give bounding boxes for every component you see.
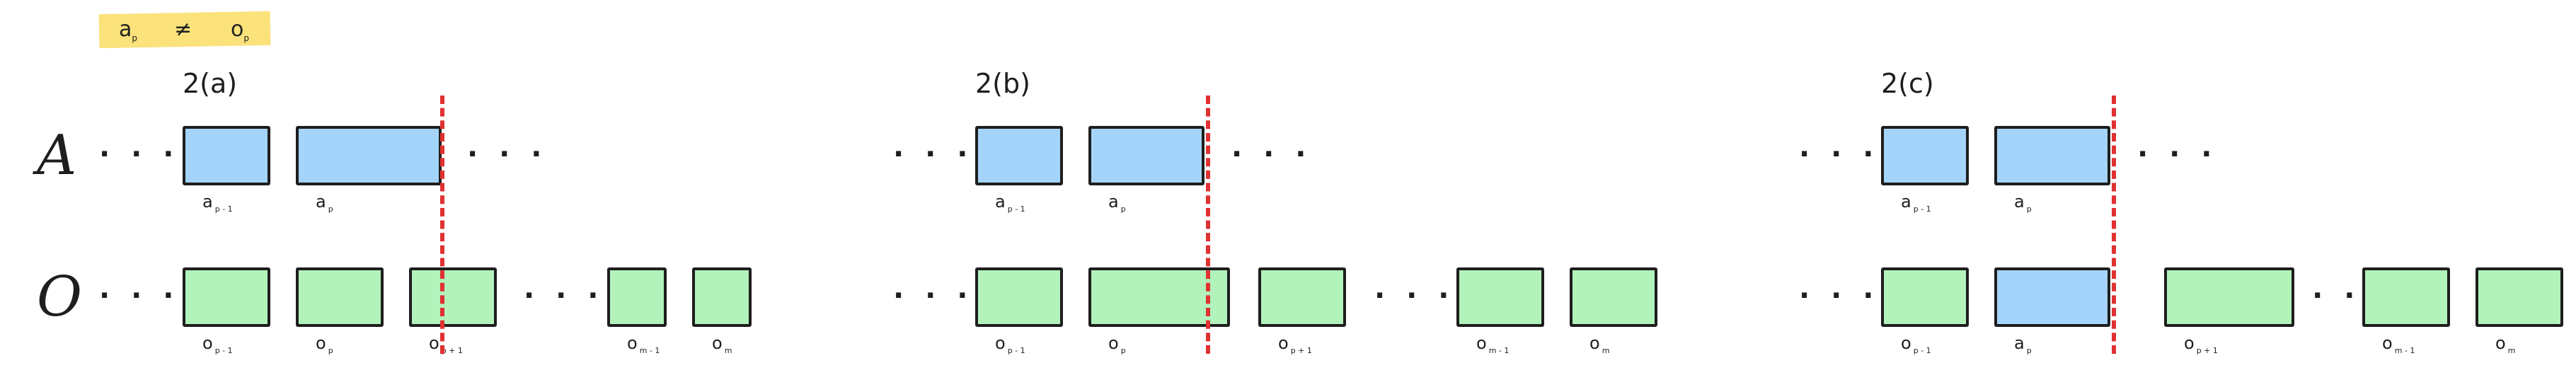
row-label-a: A xyxy=(37,124,77,188)
o-block-3-3 xyxy=(2164,267,2294,327)
panel-title-1: 2(a) xyxy=(183,68,238,99)
panel-title-3: 2(c) xyxy=(1881,68,1934,99)
o-block-1-2 xyxy=(296,267,384,327)
o-row-ellipsis-left-2: · · · xyxy=(893,279,974,312)
a-block-3-2 xyxy=(1994,126,2110,185)
o-block-3-5 xyxy=(2476,267,2563,327)
a-block-2-1 xyxy=(975,126,1063,185)
a-block-3-1 xyxy=(1881,126,1969,185)
o-block-2-1 xyxy=(975,267,1063,327)
o-block-1-5 xyxy=(692,267,752,327)
o-block-1-1 xyxy=(183,267,270,327)
a-block-1-2 xyxy=(296,126,442,185)
cut-line-3 xyxy=(2112,96,2116,354)
highlight-op: ≠ xyxy=(174,17,192,42)
a-row-ellipsis-left-3: · · · xyxy=(1799,138,1880,171)
a-block-1-1 xyxy=(183,126,270,185)
o-block-2-3 xyxy=(1258,267,1346,327)
o-block-1-4 xyxy=(607,267,667,327)
o-block-3-4 xyxy=(2362,267,2450,327)
o-block-3-1 xyxy=(1881,267,1969,327)
o-block-1-3 xyxy=(409,267,497,327)
o-block-2-5 xyxy=(1570,267,1657,327)
a-row-ellipsis-right-2: · · · xyxy=(1231,138,1312,171)
a-row-ellipsis-right-1: · · · xyxy=(467,138,548,171)
panel-title-2: 2(b) xyxy=(975,68,1030,99)
highlight-left: ap xyxy=(119,17,138,43)
a-block-2-2 xyxy=(1088,126,1204,185)
o-row-ellipsis-left-1: · · · xyxy=(99,279,180,312)
a-row-ellipsis-left-1: · · · xyxy=(99,138,180,171)
o-row-ellipsis-mid-2: · · · xyxy=(1374,279,1455,312)
o-block-2-4 xyxy=(1456,267,1544,327)
o-block-3-2 xyxy=(1994,267,2110,327)
cut-line-2 xyxy=(1206,96,1210,354)
o-row-ellipsis-mid-1: · · · xyxy=(524,279,604,312)
row-label-o: O xyxy=(37,265,82,329)
a-row-ellipsis-right-3: · · · xyxy=(2137,138,2218,171)
a-row-ellipsis-left-2: · · · xyxy=(893,138,974,171)
cut-line-1 xyxy=(440,96,444,354)
highlight-right: op xyxy=(231,17,249,43)
o-row-ellipsis-left-3: · · · xyxy=(1799,279,1880,312)
